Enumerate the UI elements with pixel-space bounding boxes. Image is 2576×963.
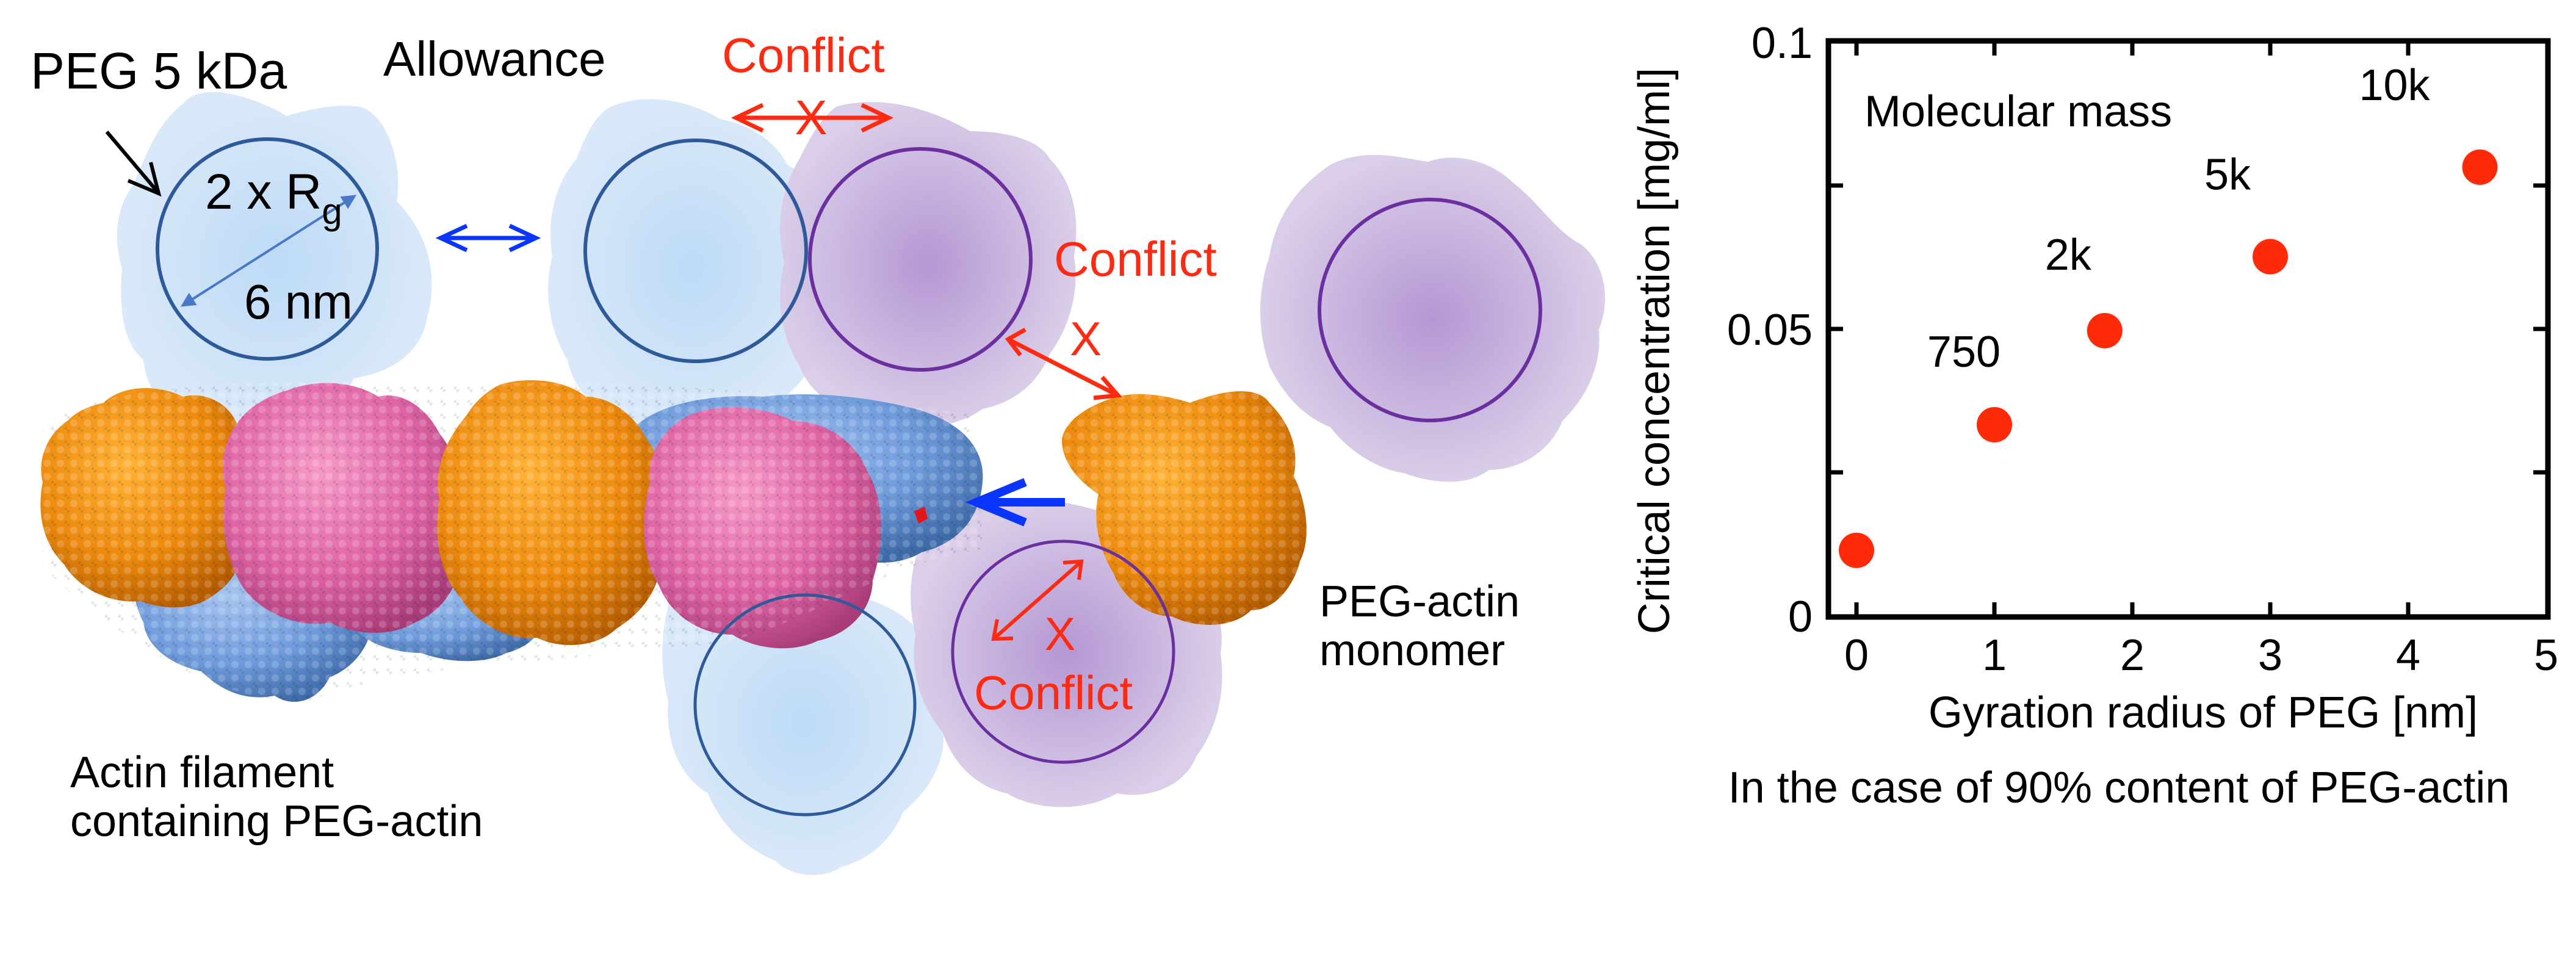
data-point-label: 750	[1927, 328, 2001, 377]
conflict-arrow-bottom	[991, 559, 1084, 641]
data-point	[1839, 532, 1874, 568]
conflict-label-bottom: Conflict	[974, 666, 1133, 720]
actin-filament	[40, 380, 983, 702]
rg-prefix: 2 x R	[205, 164, 322, 220]
conflict-label-right: Conflict	[1054, 232, 1217, 286]
ring-peg-1	[156, 137, 379, 361]
conflict-x-bottom: X	[1045, 608, 1076, 660]
x-axis-label: Gyration radius of PEG [nm]	[1928, 688, 2478, 737]
peg-pointer-arrow	[105, 131, 162, 197]
critical-concentration-chart: 0 1 2 3 4 5 0 0.05 0.1 750 2k 5k 10k Molecular mass…	[1630, 19, 2558, 812]
x-tick-label: 0	[1844, 631, 1869, 680]
chart-caption: In the case of 90% content of PEG-actin	[1728, 763, 2510, 812]
conflict-label-top: Conflict	[722, 28, 885, 82]
peg-cloud-1	[117, 92, 432, 433]
conflict-x-top: X	[795, 90, 827, 145]
chart-annotation: Molecular mass	[1864, 87, 2172, 136]
ring-peg-6	[951, 539, 1175, 764]
peg-actin-monomer	[1062, 391, 1307, 625]
ring-peg-5	[693, 593, 917, 817]
x-tick-label: 4	[2396, 631, 2420, 680]
monomer-texture	[1062, 391, 1307, 625]
data-point	[1977, 406, 2012, 442]
data-point	[2087, 312, 2123, 348]
conflict-arrow-right	[1005, 327, 1123, 400]
gyration-rings	[156, 137, 1542, 817]
x-tick-label: 5	[2534, 631, 2558, 680]
ring-peg-2	[583, 139, 808, 363]
data-points	[1839, 149, 2498, 568]
interaction-arrows	[105, 103, 1123, 641]
peg-cloud-4	[1260, 154, 1605, 482]
rg-label: 2 x Rg	[205, 164, 342, 232]
filament-label-line1: Actin filament	[70, 748, 334, 797]
peg-label: PEG 5 kDa	[31, 42, 287, 99]
diagram-labels: PEG 5 kDa Allowance Conflict X Conflict …	[31, 28, 1520, 846]
data-point	[2253, 239, 2288, 275]
allowance-arrow	[435, 223, 541, 253]
monomer-label-line2: monomer	[1319, 626, 1505, 675]
y-tick-label: 0.05	[1727, 306, 1813, 355]
data-point-label: 10k	[2359, 61, 2430, 110]
y-tick-label: 0.1	[1752, 19, 1813, 68]
conflict-arrow-top	[731, 103, 894, 133]
monomer-label-line1: PEG-actin	[1319, 577, 1520, 626]
peg-attachment-mark	[914, 507, 928, 524]
approach-arrow	[965, 478, 1065, 527]
axis-ticks	[1828, 41, 2548, 617]
filament-label-line2: containing PEG-actin	[70, 797, 483, 846]
y-axis-label: Critical concentration [mg/ml]	[1630, 68, 1679, 634]
data-point-labels: 750 2k 5k 10k	[1927, 61, 2431, 377]
y-tick-label: 0	[1788, 593, 1813, 641]
ring-peg-3	[808, 147, 1033, 372]
data-point-label: 5k	[2204, 151, 2251, 200]
allowance-label: Allowance	[383, 32, 606, 86]
peg-cloud-5	[662, 569, 944, 875]
diameter-label: 6 nm	[244, 275, 353, 329]
actin-surface-texture	[43, 382, 983, 702]
conflict-x-right: X	[1070, 312, 1102, 366]
x-tick-label: 2	[2120, 631, 2145, 680]
ring-peg-4	[1318, 198, 1542, 422]
peg-cloud-2	[548, 99, 835, 435]
x-tick-label: 3	[2258, 631, 2282, 680]
data-point-label: 2k	[2045, 231, 2092, 280]
diameter-arrow	[180, 195, 357, 307]
x-tick-label: 1	[1982, 631, 2007, 680]
rg-subscript: g	[322, 191, 342, 232]
data-point	[2462, 149, 2498, 185]
axis-tick-labels: 0 1 2 3 4 5 0 0.05 0.1	[1727, 19, 2558, 680]
